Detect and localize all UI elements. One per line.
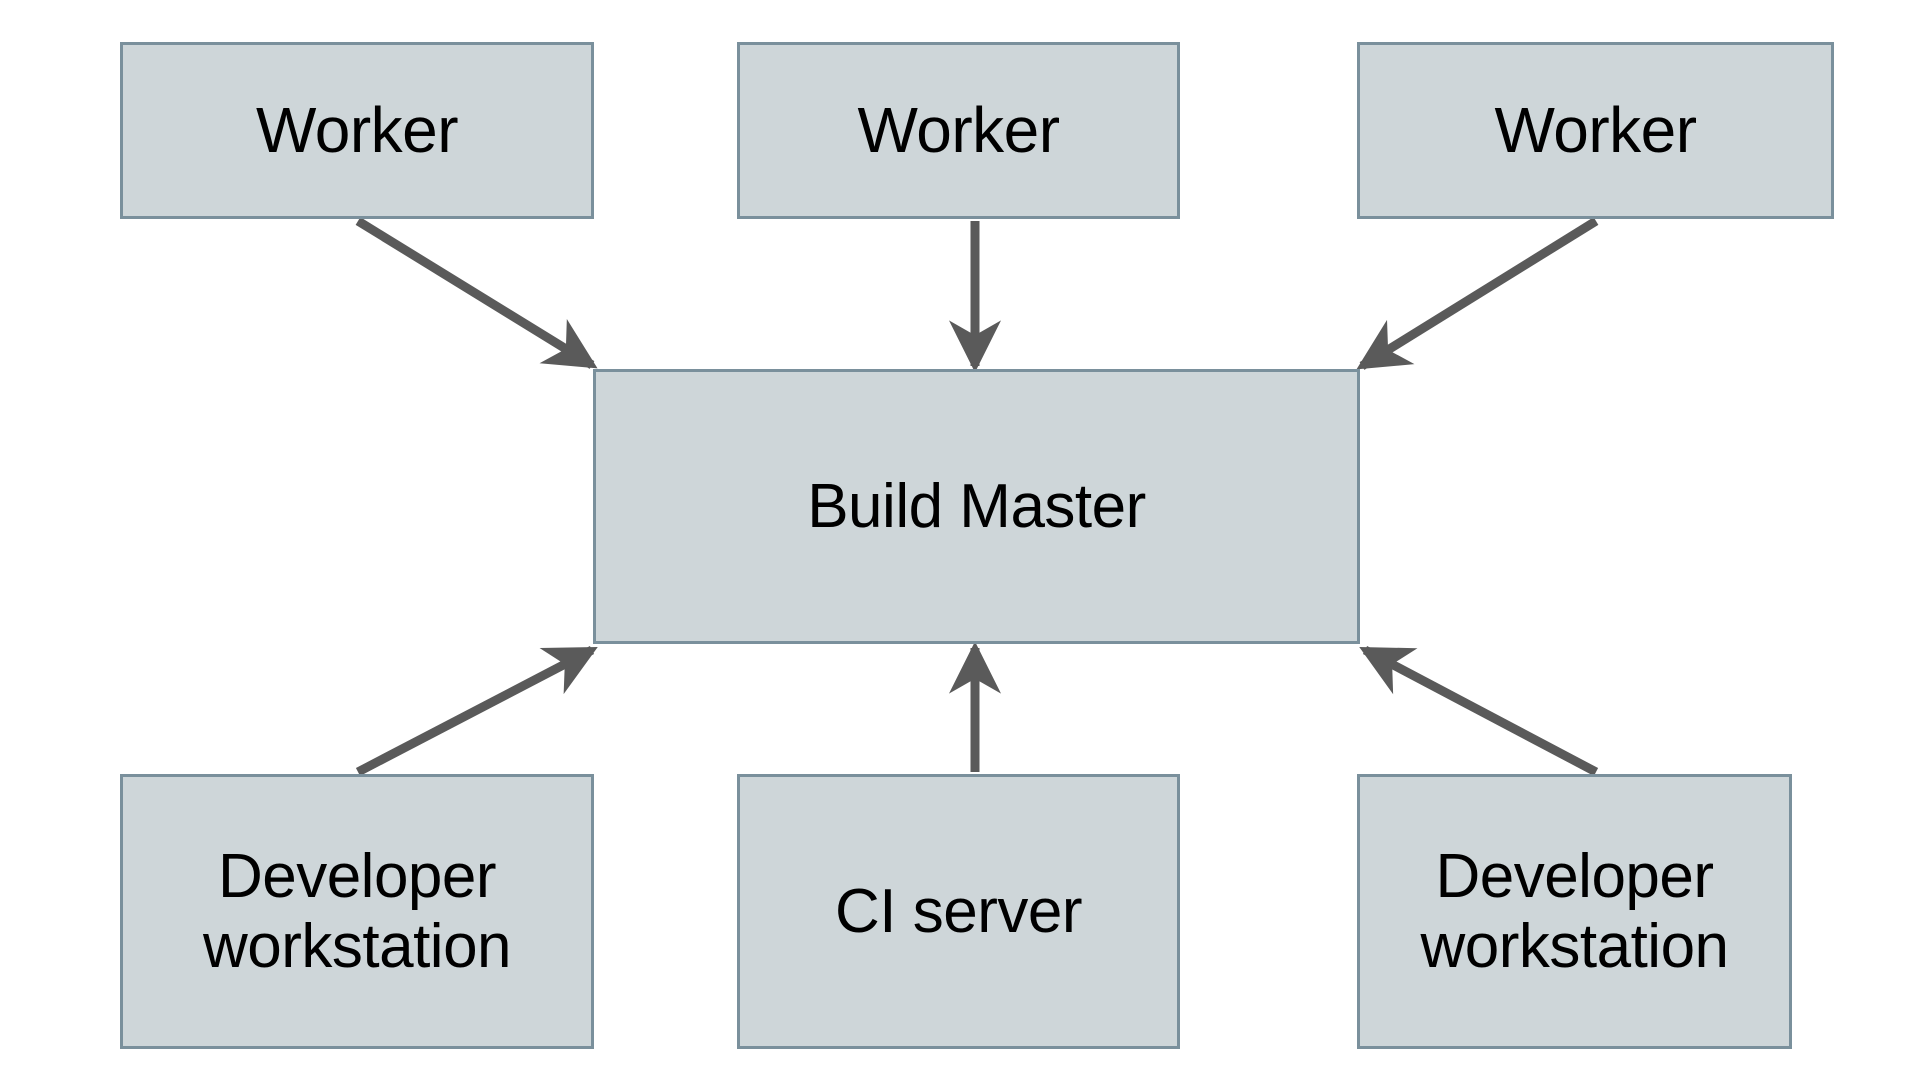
node-ci-server[interactable]: CI server	[737, 774, 1180, 1049]
node-worker-right-label: Worker	[1494, 93, 1697, 166]
node-build-master[interactable]: Build Master	[593, 369, 1360, 644]
edge-dev-left-to-build-master	[355, 646, 598, 776]
node-worker-left-label: Worker	[255, 93, 459, 166]
node-developer-workstation-left[interactable]: Developer workstation	[120, 774, 594, 1049]
edge-worker-left-to-build-master	[355, 217, 598, 369]
node-worker-middle[interactable]: Worker	[737, 42, 1180, 219]
edge-dev-right-to-build-master	[1359, 646, 1599, 776]
node-worker-right[interactable]: Worker	[1357, 42, 1834, 219]
node-ci-server-label: CI server	[835, 876, 1082, 946]
edge-worker-right-to-build-master	[1356, 217, 1599, 370]
node-developer-workstation-right[interactable]: Developer workstation	[1357, 774, 1792, 1049]
node-developer-workstation-left-label: Developer workstation	[202, 842, 512, 981]
node-worker-left[interactable]: Worker	[120, 42, 594, 219]
node-developer-workstation-right-label: Developer workstation	[1420, 842, 1729, 981]
node-build-master-label: Build Master	[807, 471, 1146, 541]
node-worker-middle-label: Worker	[857, 93, 1060, 166]
